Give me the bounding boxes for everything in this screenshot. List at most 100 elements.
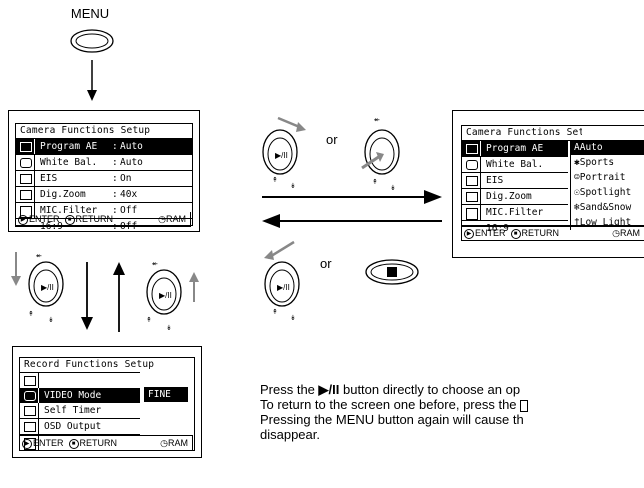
menu-row-program-ae[interactable]: Program AE [462,141,568,157]
menu-row-self-timer[interactable]: Self Timer [20,403,140,419]
tape-icon [462,157,481,172]
record-functions-panel: Record Functions Setup VIDEO Mode FINE S… [12,346,202,458]
menu-row-16-9[interactable]: 16:9 [486,223,509,234]
screen-title: Camera Functions Setup [462,126,582,141]
svg-text:↟: ↟ [272,176,278,184]
svg-text:▶/II: ▶/II [159,291,172,300]
option-low-light[interactable]: †Low Light [574,217,632,228]
screen-footer: ▶ENTER ■RETURN ◷RAM [15,212,191,227]
sand-snow-icon: ❄ [574,202,580,213]
instruction-line-3: Pressing the MENU button again will caus… [260,412,524,427]
ram-icon: ◷ [158,214,166,224]
monitor-icon [16,187,35,202]
menu-row-mic-filter[interactable]: MIC.Filter [462,205,568,221]
low-light-icon: † [574,217,580,228]
grid-icon [462,173,481,188]
tape-icon [16,155,35,170]
svg-text:↞: ↞ [36,253,42,260]
svg-text:↡: ↡ [166,324,172,332]
menu-row-dig-zoom[interactable]: Dig.Zoom : 40x [16,187,192,203]
play-icon: ▶ [22,438,32,449]
jog-dial-down[interactable]: ▶/II ↞ ↟ ↡ [10,250,72,328]
svg-text:↞: ↞ [152,261,158,268]
svg-text:↡: ↡ [390,184,396,190]
svg-text:▶/II: ▶/II [41,283,54,292]
menu-row-eis[interactable]: EIS [462,173,568,189]
menu-row-white-bal[interactable]: White Bal. [462,157,568,173]
monitor-icon [462,189,481,204]
camera-icon [20,373,39,388]
menu-row-osd-output[interactable]: OSD Output [20,419,140,435]
option-auto[interactable]: AAuto [571,140,644,155]
menu-row-blank [20,372,140,388]
svg-text:↡: ↡ [48,316,54,324]
svg-text:▶/II: ▶/II [275,151,288,160]
stop-icon [520,399,529,412]
options-menu-list: Program AE White Bal. EIS Dig.Zoom MIC.F… [462,141,568,236]
menu-row-eis[interactable]: EIS : On [16,171,192,187]
camera-functions-panel: Camera Functions Setup Program AE : Auto… [8,110,200,232]
arrow-right-icon [262,190,442,204]
camera-options-panel: Camera Functions Setup Program AE White … [452,110,644,258]
instruction-line-4: disappear. [260,427,320,442]
svg-text:↞: ↞ [374,117,380,124]
instructions: Press the ▶/II button directly to choose… [260,382,644,442]
play-pause-icon: ▶/II [318,382,340,397]
jog-dial-press-left[interactable]: ▶/II ↟ ↡ [258,112,320,190]
grid-icon [20,403,39,418]
monitor-icon [20,419,39,434]
menu-row-video-mode[interactable]: VIDEO Mode [20,388,140,403]
menu-row-program-ae[interactable]: Program AE : Auto [16,139,192,155]
svg-text:↟: ↟ [28,310,34,318]
camera-icon [16,139,35,154]
svg-text:▶/II: ▶/II [277,283,290,292]
stop-icon: ■ [510,228,521,239]
option-sand-snow[interactable]: ❄Sand&Snow [574,202,632,213]
sports-icon: ✱ [574,157,580,168]
tape-icon [20,388,39,403]
menu-label: MENU [70,6,110,21]
arrow-up-icon [113,262,125,332]
jog-dial-press-center[interactable]: ↞ ↟ ↡ [352,112,412,190]
ram-icon: ◷ [160,438,168,448]
grid-icon [16,171,35,186]
camera-options-screen: Camera Functions Setup Program AE White … [461,125,644,234]
menu-button[interactable] [68,26,116,56]
svg-text:↟: ↟ [272,308,278,316]
options-list: AAuto ✱Sports ☺Portrait ☉Spotlight ❄Sand… [570,140,644,230]
stop-icon: ■ [64,214,75,225]
ram-icon: ◷ [612,228,620,238]
stop-icon: ■ [68,438,79,449]
arrow-down-icon [81,262,93,330]
play-icon: ▶ [18,214,28,225]
spotlight-icon: ☉ [574,187,580,198]
screen-title: Camera Functions Setup [16,124,192,139]
menu-row-white-bal[interactable]: White Bal. : Auto [16,155,192,171]
option-fine[interactable]: FINE [144,387,188,402]
tools-icon [462,205,481,220]
arrow-down-icon [87,60,97,101]
or-label: or [320,256,332,271]
screen-footer: ▶ENTER ■RETURN ◷RAM [19,435,193,451]
option-spotlight[interactable]: ☉Spotlight [574,187,632,198]
screen-footer: ▶ENTER ■RETURN ◷RAM [461,225,644,241]
or-label: or [326,132,338,147]
arrow-left-icon [262,214,442,228]
option-sports[interactable]: ✱Sports [574,157,615,168]
instruction-line-2: To return to the screen one before, pres… [260,397,644,412]
camera-functions-screen: Camera Functions Setup Program AE : Auto… [15,123,193,232]
svg-text:↡: ↡ [290,182,296,190]
menu-row-dig-zoom[interactable]: Dig.Zoom [462,189,568,205]
jog-dial-return[interactable]: ▶/II ↟ ↡ [260,236,322,320]
camera-icon [462,141,481,156]
svg-text:↟: ↟ [146,316,152,324]
auto-icon: A [574,142,580,153]
portrait-icon: ☺ [574,172,580,183]
jog-dial-up[interactable]: ▶/II ↞ ↟ ↡ [140,256,200,334]
play-icon: ▶ [464,228,474,239]
instruction-line-1: Press the ▶/II button directly to choose… [260,382,521,397]
screen-title: Record Functions Setup [24,359,155,370]
stop-button[interactable] [364,258,420,286]
svg-text:↡: ↡ [290,314,296,320]
option-portrait[interactable]: ☺Portrait [574,172,626,183]
